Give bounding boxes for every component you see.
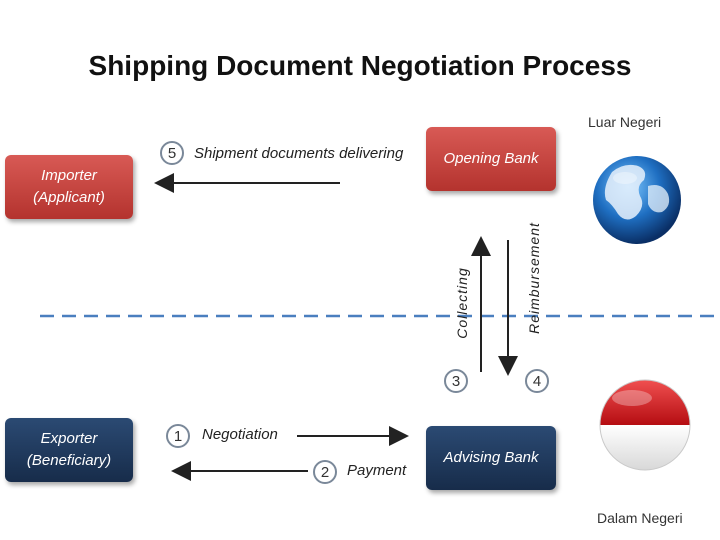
opening-bank-label: Opening Bank	[443, 149, 539, 167]
globe-icon	[593, 156, 681, 244]
step-number-4: 4	[525, 369, 549, 393]
importer-box: Importer (Applicant)	[5, 155, 133, 219]
step-number-2: 2	[313, 460, 337, 484]
step-number-1: 1	[166, 424, 190, 448]
step-number-3: 3	[444, 369, 468, 393]
step-label-1: Negotiation	[202, 426, 278, 443]
advising-bank-box: Advising Bank	[426, 426, 556, 490]
step-label-4: Reimbursement	[526, 222, 542, 334]
region-label-domestic: Dalam Negeri	[597, 510, 683, 526]
exporter-role: (Beneficiary)	[26, 452, 112, 469]
importer-name: Importer	[41, 166, 97, 184]
region-label-foreign: Luar Negeri	[588, 114, 662, 130]
step-label-2: Payment	[347, 462, 407, 479]
advising-bank-label: Advising Bank	[443, 448, 539, 466]
opening-bank-box: Opening Bank	[426, 127, 556, 191]
step-number-5: 5	[160, 141, 184, 165]
exporter-box: Exporter (Beneficiary)	[5, 418, 133, 482]
importer-role: (Applicant)	[33, 189, 105, 206]
page-title: Shipping Document Negotiation Process	[88, 50, 632, 81]
step-label-3: Collecting	[454, 267, 470, 339]
step-label-5: Shipment documents delivering	[194, 145, 404, 162]
exporter-name: Exporter	[40, 429, 98, 447]
